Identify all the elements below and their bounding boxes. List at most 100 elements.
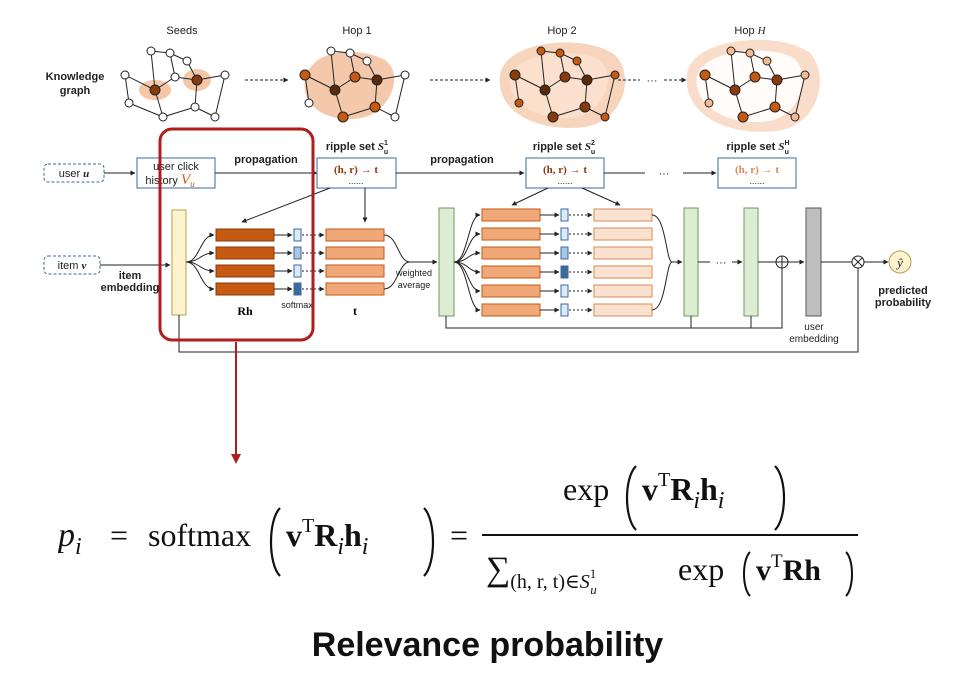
- history-line2-text: history: [145, 175, 180, 187]
- ripple2-to-t-arrow: [581, 187, 621, 206]
- ripple2-to-rh-arrow: [511, 187, 549, 206]
- ripple-set-1-sup: 1: [384, 140, 388, 147]
- predicted-line1: predicted: [878, 285, 928, 297]
- propagation-label-1: propagation: [234, 154, 298, 166]
- history-line2: history Vu: [145, 172, 195, 189]
- ripple-set-h-sub: u: [785, 149, 789, 156]
- formula-arg1-v: v: [286, 517, 302, 553]
- ripple-set-h-symbol: S: [778, 141, 784, 153]
- t-label: t: [353, 304, 357, 318]
- item-label-text: item: [58, 260, 82, 272]
- formula-sum-range: (h, r, t)∈: [510, 571, 580, 593]
- softmax-cells-2: [560, 208, 569, 317]
- converge-arrows-2: [651, 214, 683, 311]
- formula-num-arg: vTRihi: [642, 469, 724, 514]
- sum-node-icon: [775, 255, 789, 269]
- hop-title-seeds: Seeds: [166, 25, 198, 37]
- hop-title-2: Hop 2: [547, 25, 576, 37]
- softmax-to-t-arrows-2: [569, 212, 593, 313]
- output-node: [888, 250, 912, 274]
- user-box: [43, 163, 105, 183]
- history-sub: u: [190, 179, 195, 189]
- history-line1: user click: [153, 161, 199, 173]
- formula-sum-S: S: [580, 571, 590, 593]
- formula-num-hi: i: [718, 488, 725, 514]
- item-embedding-line2: embedding: [101, 282, 160, 294]
- ripple-set-h-sup: H: [785, 140, 790, 147]
- item-symbol: v: [81, 260, 86, 272]
- user-symbol: u: [83, 168, 89, 180]
- formula-arg1-R: R: [314, 517, 338, 553]
- graph-ellipsis: ···: [647, 75, 658, 87]
- product-node-icon: [851, 255, 865, 269]
- hop1-output-vector: [438, 207, 455, 317]
- predicted-line2: probability: [875, 297, 932, 309]
- ripple-set-h-dots: ......: [749, 176, 764, 186]
- fan-arrows-1: [185, 232, 215, 292]
- weighted-line2: average: [398, 280, 431, 290]
- formula-eq2: =: [450, 517, 468, 553]
- highlight-box: [158, 127, 315, 342]
- formula-den-v: v: [756, 554, 771, 587]
- formula-arg1-h: h: [344, 517, 362, 553]
- propagation-label-2: propagation: [430, 154, 494, 166]
- ripple-set-1-dots: ......: [348, 176, 363, 186]
- rh-to-softmax-arrows-2: [540, 212, 560, 313]
- relevance-formula: pi = softmax vTRihi = exp vTRihi ∑(h, r,…: [58, 465, 858, 597]
- ripple-set-2-dots: ......: [557, 176, 572, 186]
- ripple-set-h-label-text: ripple set: [726, 141, 778, 153]
- user-embedding-vector: [805, 207, 822, 317]
- formula-den-T: T: [771, 551, 783, 572]
- hop2-output-vector: [683, 207, 699, 317]
- history-box: [136, 157, 216, 189]
- hop-title-1: Hop 1: [342, 25, 371, 37]
- rh-bars-1: [215, 228, 275, 296]
- user-label: user u: [59, 168, 90, 180]
- ripple-set-2-symbol: S: [585, 141, 591, 153]
- graph-hop-h: [686, 39, 820, 132]
- formula-num-exp: exp: [563, 471, 609, 507]
- formula-num-R: R: [670, 471, 694, 507]
- formula-paren-right-1: [423, 507, 434, 577]
- hop-title-h-symbol: H: [757, 25, 767, 37]
- propagation-ellipsis: ···: [659, 168, 670, 180]
- output-yhat: ŷ: [895, 255, 903, 270]
- t-bars-1: [325, 228, 385, 296]
- formula-paren-right-3: [845, 551, 853, 597]
- formula-eq1: =: [110, 517, 128, 553]
- formula-paren-left-2: [626, 465, 637, 531]
- ripple-set-2-triple: (h, r) → t: [543, 164, 587, 176]
- formula-sum: ∑: [486, 551, 510, 588]
- formula-sum-sup: 1: [590, 566, 597, 581]
- ripple-set-h-box: [717, 157, 797, 189]
- rh-to-softmax-arrows-1: [274, 232, 293, 292]
- item-label: item v: [58, 260, 87, 272]
- ripple-set-h-triple: (h, r) → t: [735, 164, 779, 176]
- ripple-set-2-sup: 2: [591, 140, 595, 147]
- user-embedding-line1: user: [804, 322, 824, 333]
- formula-paren-left-1: [270, 507, 281, 577]
- formula-softmax: softmax: [148, 517, 251, 553]
- hop1-to-sum-line: [445, 268, 783, 329]
- formula-num-h: h: [700, 471, 718, 507]
- hop-title-h: Hop H: [734, 25, 766, 37]
- hop-title-h-text: Hop: [734, 25, 757, 37]
- graph-hop-1: [299, 46, 410, 123]
- formula-num-Ri: i: [693, 488, 700, 514]
- ripple-set-2-label-text: ripple set: [533, 141, 585, 153]
- ripple-set-2-sub: u: [591, 149, 595, 156]
- formula-paren-left-3: [743, 551, 751, 597]
- formula-den-exp: exp: [678, 551, 724, 587]
- ripple-set-1-label-text: ripple set: [326, 141, 378, 153]
- formula-num-T: T: [658, 469, 670, 491]
- footer-title: Relevance probability: [311, 626, 664, 664]
- formula-arg1: vTRihi: [286, 515, 368, 560]
- rh-bars-2: [481, 208, 541, 317]
- softmax-cells-1: [293, 228, 302, 296]
